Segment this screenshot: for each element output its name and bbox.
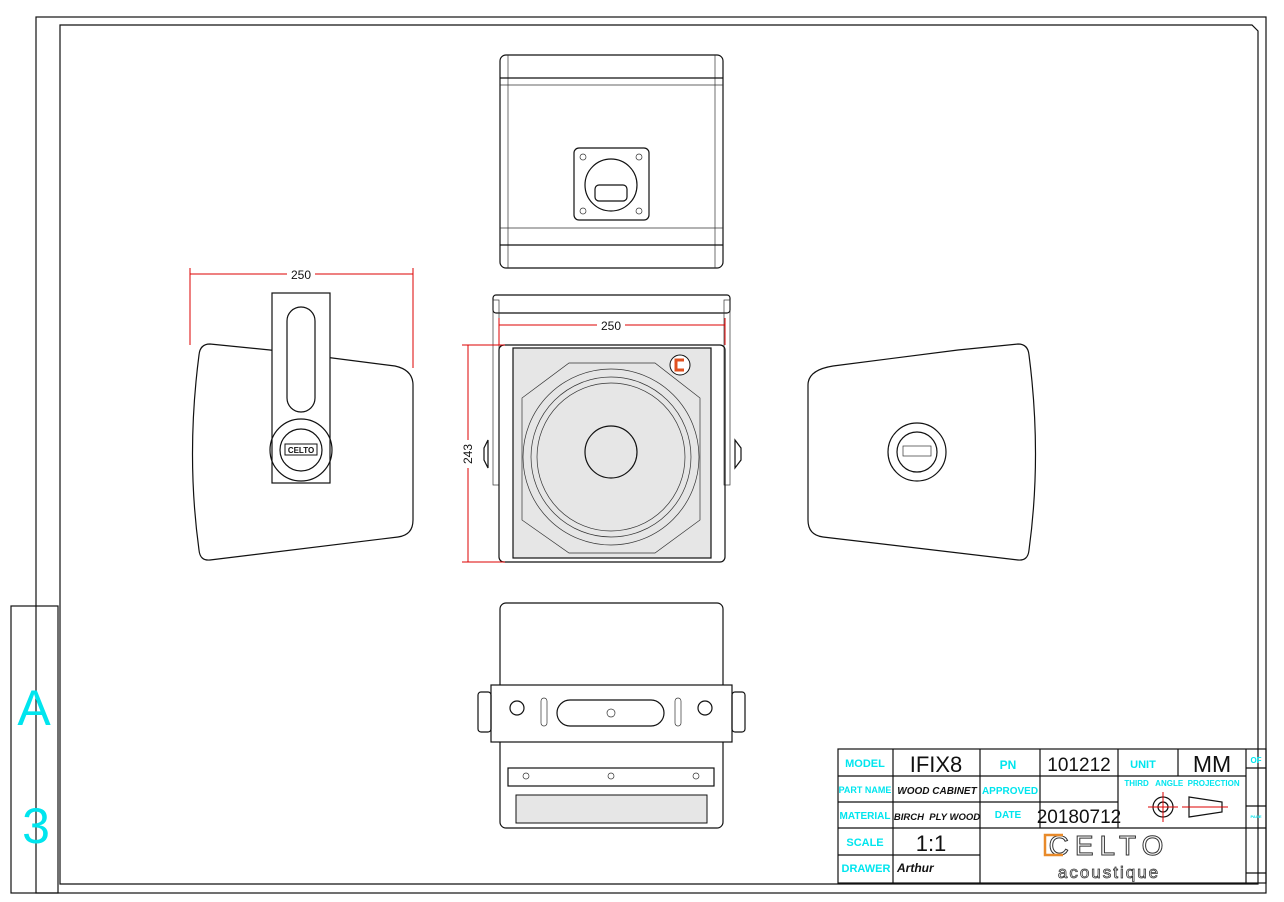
top-view [499,54,724,269]
bottom-view [477,602,746,829]
front-width-dimension: 250 [601,319,621,333]
pn-label: PN [1000,758,1017,772]
projection-label: THIRD ANGLE PROJECTION [1124,779,1239,788]
page-label: PAGE [1250,814,1261,819]
part-name-label: PART NAME [839,785,892,795]
logo-main-text: CELTO [1049,830,1170,861]
sheet-size-letter: A [17,680,51,736]
unit-label: UNIT [1130,759,1156,771]
date-label: DATE [995,810,1022,821]
sheet-size-number: 3 [22,798,50,854]
scale-label: SCALE [846,837,883,849]
celto-logo: CELTO acoustique [1043,830,1170,882]
side-badge-text: CELTO [288,446,314,455]
side-width-dimension: 250 [291,268,311,282]
approved-label: APPROVED [982,786,1038,797]
speaker-grille [512,347,712,559]
left-side-view: CELTO 250 [189,267,414,561]
third-angle-projection-icon [1148,792,1228,822]
drawer-label: DRAWER [842,863,891,875]
material-label: MATERIAL [840,811,891,822]
outer-border [35,16,1267,894]
pn-value: 101212 [1047,755,1110,776]
celto-badge-icon [669,354,691,376]
material-value: BIRCH PLY WOOD [894,812,980,823]
unit-value: MM [1193,751,1231,777]
of-label: OF [1250,756,1261,765]
logo-sub-text: acoustique [1058,863,1160,882]
scale-value: 1:1 [916,831,947,856]
right-side-view [807,343,1037,561]
date-value: 20180712 [1037,807,1122,828]
front-dimensions: 250 243 [460,318,726,563]
sheet-size-box [10,605,59,894]
part-name-value: WOOD CABINET [897,786,977,797]
front-view [483,294,742,563]
title-block: MODEL IFIX8 PN 101212 UNIT MM OF PAGE PA… [837,748,1267,884]
model-label: MODEL [845,758,885,770]
model-value: IFIX8 [910,752,963,777]
connector-plate [573,147,650,221]
inner-border [59,24,1259,885]
drawer-value: Arthur [896,861,935,875]
front-height-dimension: 243 [461,444,475,464]
